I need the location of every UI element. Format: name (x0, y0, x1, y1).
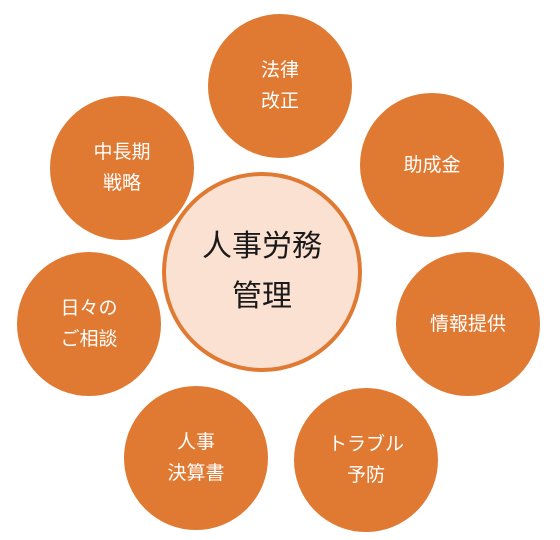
node-law-revision: 法律 改正 (206, 12, 354, 160)
node-label-line1: 人事 (176, 431, 215, 453)
node-label-line1: 助成金 (403, 153, 461, 176)
node-label: トラブル 予防 (328, 429, 404, 491)
node-label-line1: トラブル (327, 433, 404, 455)
node-label-line2: 予防 (346, 464, 385, 486)
node-label: 法律 改正 (261, 55, 299, 117)
node-label: 日々の ご相談 (60, 293, 117, 355)
node-label: 情報提供 (430, 309, 506, 340)
node-trouble-prevention: トラブル 予防 (292, 386, 440, 534)
center-hr-management: 人事労務 管理 (162, 172, 362, 372)
node-label: 助成金 (403, 150, 460, 181)
center-label-line2: 管理 (232, 279, 292, 314)
node-label: 人事 決算書 (167, 427, 224, 489)
node-label-line1: 法律 (260, 59, 299, 81)
node-label-line2: 戦略 (102, 172, 141, 194)
node-information-provision: 情報提供 (394, 250, 542, 398)
center-label-line1: 人事労務 (202, 229, 322, 264)
node-label-line2: 改正 (260, 90, 299, 112)
node-label-line1: 中長期 (93, 141, 151, 163)
node-label-line2: 決算書 (167, 462, 225, 484)
node-subsidy: 助成金 (358, 91, 506, 239)
node-label-line2: ご相談 (60, 328, 118, 350)
node-label-line1: 日々の (60, 297, 118, 319)
node-hr-financial-statement: 人事 決算書 (122, 384, 270, 532)
node-label: 中長期 戦略 (93, 137, 150, 199)
node-mid-long-term-strategy: 中長期 戦略 (48, 94, 196, 242)
center-label: 人事労務 管理 (202, 222, 322, 322)
node-label-line1: 情報提供 (429, 312, 506, 335)
node-daily-consultation: 日々の ご相談 (15, 250, 163, 398)
